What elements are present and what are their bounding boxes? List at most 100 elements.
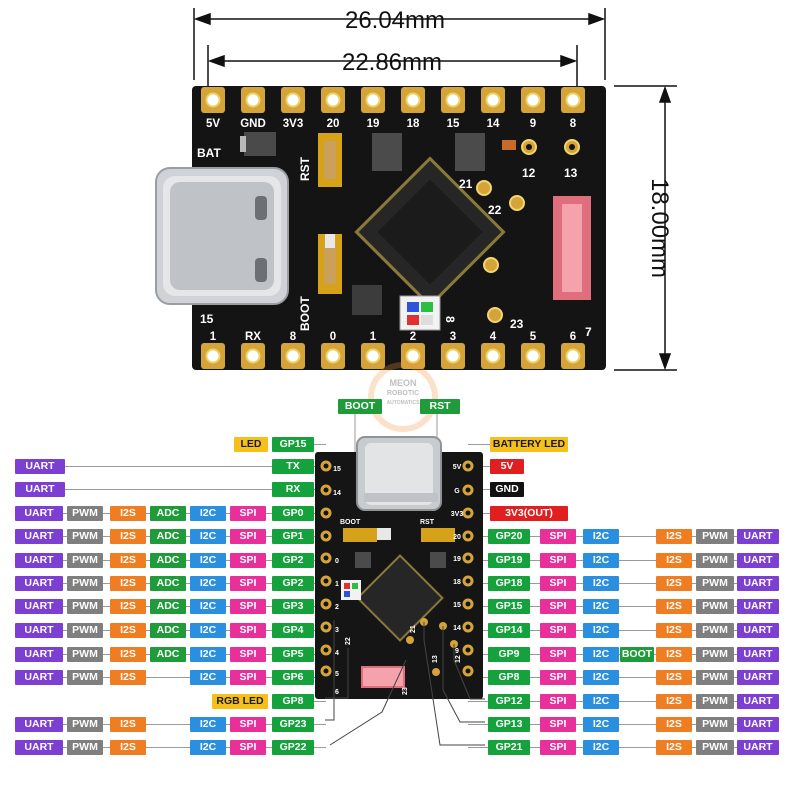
connector-line (530, 724, 779, 725)
tag-i2c: I2C (190, 717, 226, 732)
small-left-pin-2[interactable] (320, 507, 332, 519)
small-right-pin-1[interactable] (462, 484, 474, 496)
tag-spi: SPI (540, 740, 576, 755)
bottom-pin-1[interactable] (241, 343, 265, 369)
tag-gp2: GP2 (272, 553, 314, 568)
tag-uart: UART (737, 576, 779, 591)
tag-pwm: PWM (67, 576, 103, 591)
height-label: 18.00mm (646, 178, 673, 278)
tag-spi: SPI (230, 717, 266, 732)
tag-uart: UART (15, 553, 63, 568)
pin-pitch-width-label: 22.86mm (342, 49, 442, 76)
top-pin-8[interactable] (521, 87, 545, 113)
small-left-pin-9[interactable] (320, 665, 332, 677)
small-left-pin-4[interactable] (320, 552, 332, 564)
small-left-pin-0[interactable] (320, 460, 332, 472)
small-left-pin-5[interactable] (320, 575, 332, 587)
tag-i2s: I2S (110, 553, 146, 568)
bottom-pin-label: 2 (410, 331, 416, 343)
top-pin-4[interactable] (361, 87, 385, 113)
tag-uart: UART (737, 529, 779, 544)
small-left-pin-3[interactable] (320, 530, 332, 542)
top-pin-3[interactable] (321, 87, 345, 113)
top-pin-2[interactable] (281, 87, 305, 113)
tag-gp14: GP14 (488, 623, 530, 638)
small-right-pin-6[interactable] (462, 598, 474, 610)
tag-uart: UART (15, 717, 63, 732)
tag-i2s: I2S (110, 740, 146, 755)
small-left-pin-8[interactable] (320, 644, 332, 656)
tag-pwm: PWM (67, 647, 103, 662)
tag-gp3: GP3 (272, 599, 314, 614)
small-right-pin-0[interactable] (462, 460, 474, 472)
bottom-pin-2[interactable] (281, 343, 305, 369)
top-pin-5[interactable] (401, 87, 425, 113)
tag-gp15: GP15 (272, 437, 314, 452)
tag-pwm: PWM (696, 599, 734, 614)
small-left-pin-6[interactable] (320, 598, 332, 610)
small-right-pin-label: 9 (455, 648, 459, 655)
small-right-pin-2[interactable] (462, 507, 474, 519)
tag-spi: SPI (230, 576, 266, 591)
connector-line (530, 701, 779, 702)
small-right-pin-3[interactable] (462, 530, 474, 542)
connector-line (530, 583, 779, 584)
tag-i2s: I2S (656, 553, 692, 568)
tag-uart: UART (737, 553, 779, 568)
connector-line (530, 630, 779, 631)
tag-gp8: GP8 (488, 670, 530, 685)
tag-rx: RX (272, 482, 314, 497)
tag-spi: SPI (540, 599, 576, 614)
tag-i2s: I2S (656, 694, 692, 709)
top-pin-0[interactable] (201, 87, 225, 113)
tag-uart: UART (737, 694, 779, 709)
tag-i2c: I2C (583, 529, 619, 544)
tag-i2s: I2S (656, 599, 692, 614)
bottom-pin-4[interactable] (361, 343, 385, 369)
tag-spi: SPI (230, 740, 266, 755)
small-right-pin-8[interactable] (462, 644, 474, 656)
bottom-pin-label: 3 (450, 331, 456, 343)
tag-i2c: I2C (583, 623, 619, 638)
bottom-pin-8[interactable] (521, 343, 545, 369)
small-left-pin-1[interactable] (320, 484, 332, 496)
small-right-pin-row (462, 460, 474, 677)
small-right-pin-5[interactable] (462, 575, 474, 587)
connector-line (530, 560, 779, 561)
connector-line (530, 654, 779, 655)
tag-i2s: I2S (656, 717, 692, 732)
tag-i2s: I2S (656, 740, 692, 755)
bottom-pin-7[interactable] (481, 343, 505, 369)
bottom-pin-6[interactable] (441, 343, 465, 369)
small-right-pin-9[interactable] (462, 665, 474, 677)
tag-spi: SPI (230, 529, 266, 544)
bottom-pin-0[interactable] (201, 343, 225, 369)
connector-line (314, 747, 326, 748)
tag-pwm: PWM (696, 576, 734, 591)
tag-adc: ADC (150, 599, 186, 614)
tag-i2s: I2S (656, 529, 692, 544)
small-right-pin-7[interactable] (462, 621, 474, 633)
tag-pwm: PWM (67, 740, 103, 755)
top-pin-9[interactable] (561, 87, 585, 113)
small-right-pin-4[interactable] (462, 552, 474, 564)
small-left-pin-label: 8 (335, 701, 339, 708)
tag-i2s: I2S (110, 717, 146, 732)
tag-adc: ADC (150, 506, 186, 521)
small-silk-boot: BOOT (340, 519, 361, 526)
small-left-pin-7[interactable] (320, 621, 332, 633)
silk-12: 12 (522, 166, 536, 180)
tag-spi: SPI (540, 694, 576, 709)
connector-line (65, 466, 272, 467)
tag-uart: UART (15, 506, 63, 521)
top-pin-1[interactable] (241, 87, 265, 113)
bottom-pin-3[interactable] (321, 343, 345, 369)
top-pin-7[interactable] (481, 87, 505, 113)
small-left-pin-label: 4 (335, 650, 339, 657)
tag-spi: SPI (230, 506, 266, 521)
top-pin-6[interactable] (441, 87, 465, 113)
tag-pwm: PWM (696, 623, 734, 638)
small-left-pin-label: 14 (333, 490, 341, 497)
bottom-pin-9[interactable] (561, 343, 585, 369)
